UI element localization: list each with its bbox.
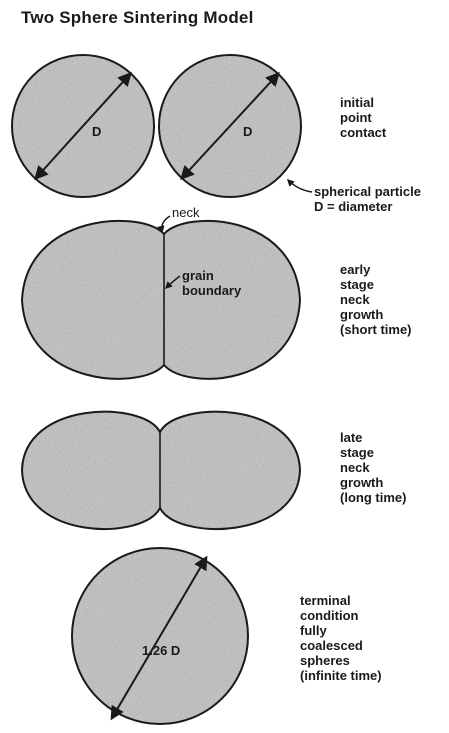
grain-boundary-line2: boundary — [182, 283, 241, 298]
grain-boundary-line1: grain — [182, 268, 241, 283]
stage-3-line: neck — [340, 460, 406, 475]
stage-4-line: condition — [300, 608, 382, 623]
stage-4-label: terminal condition fully coalesced spher… — [300, 593, 382, 683]
stage-3-line: (long time) — [340, 490, 406, 505]
stage-1-line: initial — [340, 95, 386, 110]
stage-3-line: growth — [340, 475, 406, 490]
stage-3-line: late — [340, 430, 406, 445]
stage-2-line: (short time) — [340, 322, 412, 337]
grain-boundary-label: grain boundary — [182, 268, 241, 298]
stage-2-spheres — [22, 216, 300, 379]
stage-1-spheres — [12, 55, 312, 197]
particle-label: spherical particle D = diameter — [314, 184, 421, 214]
stage-4-sphere — [72, 548, 248, 724]
stage-3-label: late stage neck growth (long time) — [340, 430, 406, 505]
stage-3-line: stage — [340, 445, 406, 460]
particle-line2: D = diameter — [314, 199, 421, 214]
stage-4-line: coalesced — [300, 638, 382, 653]
stage-4-line: spheres — [300, 653, 382, 668]
stage-2-line: early — [340, 262, 412, 277]
diameter-label-left: D — [92, 124, 101, 139]
terminal-diameter-label: 1.26 D — [142, 643, 180, 658]
stage-2-label: early stage neck growth (short time) — [340, 262, 412, 337]
stage-4-line: (infinite time) — [300, 668, 382, 683]
neck-label: neck — [172, 205, 199, 220]
stage-2-line: growth — [340, 307, 412, 322]
stage-4-line: terminal — [300, 593, 382, 608]
stage-1-label: initial point contact — [340, 95, 386, 140]
stage-1-line: contact — [340, 125, 386, 140]
stage-2-line: neck — [340, 292, 412, 307]
particle-pointer — [288, 180, 312, 192]
particle-line1: spherical particle — [314, 184, 421, 199]
diameter-label-right: D — [243, 124, 252, 139]
stage-3-spheres — [22, 412, 300, 529]
stage-2-line: stage — [340, 277, 412, 292]
stage-4-line: fully — [300, 623, 382, 638]
stage-1-line: point — [340, 110, 386, 125]
